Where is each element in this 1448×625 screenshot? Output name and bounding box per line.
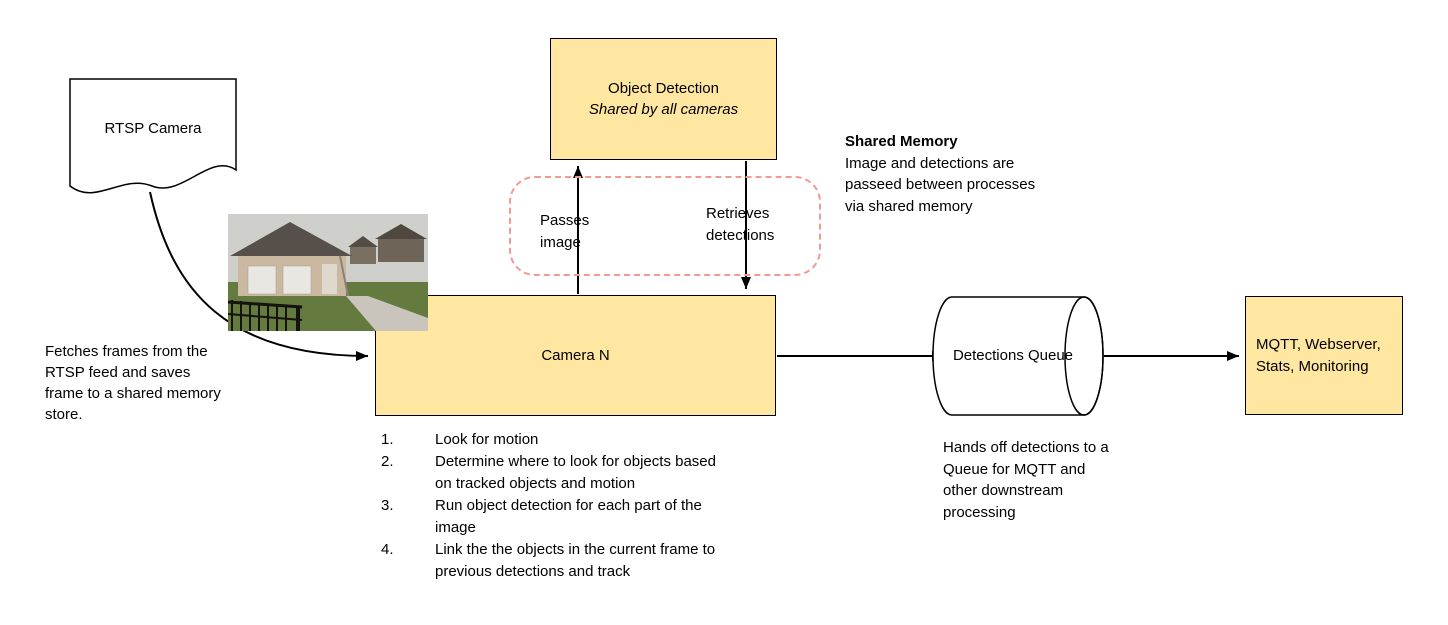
list-item: 3. Run object detection for each part of…: [381, 495, 733, 539]
arrow-rtsp-to-camera: [149, 191, 369, 361]
list-item: 1. Look for motion: [381, 429, 733, 451]
sidewalk: [346, 296, 428, 331]
garage: [230, 222, 352, 297]
camera-n-label: Camera N: [541, 347, 610, 364]
step-text: Look for motion: [435, 431, 539, 448]
rtsp-camera-shape: [69, 78, 237, 194]
outputs-label: MQTT, Webserver, Stats, Monitoring: [1256, 335, 1381, 375]
outputs-node: MQTT, Webserver, Stats, Monitoring: [1245, 296, 1403, 415]
shared-memory-annotation-title: Shared Memory: [845, 133, 958, 150]
step-text: Run object detection for each part of th…: [435, 497, 702, 536]
queue-handoff-note: Hands off detections to a Queue for MQTT…: [943, 439, 1109, 521]
rtsp-camera-label: RTSP Camera: [104, 120, 202, 137]
camera-steps-list: 1. Look for motion 2. Determine where to…: [381, 429, 733, 583]
step-number: 4.: [381, 541, 394, 558]
step-text: Link the the objects in the current fram…: [435, 541, 716, 580]
step-number: 1.: [381, 431, 394, 448]
background-houses: [348, 224, 427, 264]
object-detection-subtitle: Shared by all cameras: [588, 101, 739, 118]
passes-image-label: Passes image: [540, 212, 590, 251]
retrieves-detections-label: Retrieves detections: [706, 205, 775, 244]
fetch-frames-note: Fetches frames from the RTSP feed and sa…: [45, 343, 221, 423]
object-detection-node: Object Detection Shared by all cameras: [550, 38, 777, 160]
list-item: 4. Link the the objects in the current f…: [381, 539, 733, 583]
list-item: 2. Determine where to look for objects b…: [381, 451, 733, 495]
camera-n-node: Camera N: [375, 295, 776, 416]
shared-memory-outline: [509, 176, 821, 276]
step-number: 3.: [381, 497, 394, 514]
step-number: 2.: [381, 453, 394, 470]
detections-queue-label: Detections Queue: [952, 347, 1074, 364]
metal-fence: [227, 300, 303, 331]
object-detection-title: Object Detection: [608, 80, 719, 97]
camera-snapshot-scene: [227, 214, 428, 331]
shared-memory-annotation-body: Image and detections are passeed between…: [845, 154, 1036, 215]
camera-snapshot-image: [227, 214, 428, 331]
shared-memory-annotation: Shared Memory Image and detections are p…: [845, 131, 1053, 217]
step-text: Determine where to look for objects base…: [435, 453, 716, 492]
detections-queue-shape: [932, 296, 1104, 416]
